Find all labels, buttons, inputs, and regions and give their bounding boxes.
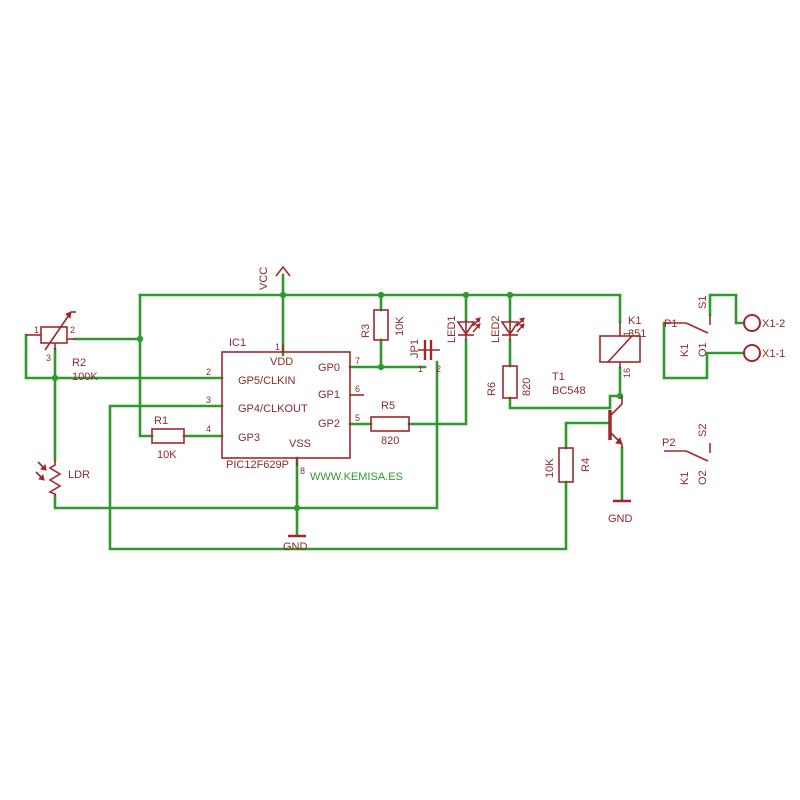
r5-to-led1 (407, 338, 468, 426)
t1-value: BC548 (552, 385, 586, 397)
website-label: WWW.KEMISA.ES (310, 471, 403, 483)
r5-value: 820 (381, 435, 399, 447)
ic1-vdd: VDD (270, 356, 293, 368)
junction-dot (279, 291, 287, 299)
junction-dot (377, 363, 385, 371)
vcc-rail (138, 293, 622, 324)
vcc-symbol: VCC (258, 265, 291, 290)
pin-number: 2 (436, 364, 441, 374)
r2-potentiometer: 1 2 3 R2 100K (26, 311, 98, 383)
r4-ref: R4 (580, 458, 592, 472)
r3-ref: R3 (360, 324, 372, 338)
o1-label: O1 (697, 342, 709, 357)
r3-value: 10K (394, 316, 406, 336)
r1: R1 10K (151, 415, 185, 461)
sw1-com-wire (662, 321, 746, 380)
pin-number: 3 (206, 395, 211, 405)
gp4-wire (108, 404, 568, 551)
gnd-label: GND (283, 541, 308, 553)
o2-label: O2 (697, 470, 709, 485)
jp1-ref: JP1 (409, 339, 421, 358)
x1-2-label: X1-2 (762, 318, 785, 330)
led2-ref: LED2 (490, 315, 502, 343)
s1-label: S1 (697, 296, 709, 309)
r6-ref: R6 (486, 382, 498, 396)
pin-number: 7 (355, 356, 360, 366)
junction-dot (293, 504, 301, 512)
r1-value: 10K (157, 449, 177, 461)
r5-ref: R5 (381, 400, 395, 412)
x1-1-label: X1-1 (762, 348, 785, 360)
junction-dot (377, 291, 385, 299)
r1-ref: R1 (154, 415, 168, 427)
ic1-gp0: GP0 (318, 362, 340, 374)
ic1-body (221, 351, 351, 459)
jp1: JP1 1 2 (409, 339, 441, 374)
r3: R3 10K (360, 309, 406, 341)
pin-number: 5 (355, 413, 360, 423)
k1-value: 351 (628, 328, 646, 340)
ldr-label: LDR (68, 469, 90, 481)
p1-label: P1 (664, 318, 677, 330)
junction-dot (136, 335, 144, 343)
r4: 10K R4 (544, 447, 592, 483)
pin-number: 1 (275, 342, 280, 352)
led1-ref: LED1 (446, 315, 458, 343)
r2-loop (24, 333, 224, 380)
pin-number: 1 (418, 364, 423, 374)
ic1-gp1: GP1 (318, 389, 340, 401)
ldr: LDR (35, 460, 90, 496)
pin-number: 1 (34, 325, 39, 335)
ic1-gp2: GP2 (318, 418, 340, 430)
junction-dot (462, 291, 470, 299)
k1-switch-label: K1 (679, 344, 691, 357)
x1-terminals: X1-2 X1-1 (743, 314, 785, 362)
ic1-vss: VSS (289, 438, 311, 450)
pin-number: 2 (206, 367, 211, 377)
r6: R6 820 (486, 365, 533, 399)
t1-ref: T1 (552, 371, 565, 383)
ic1-gp4: GP4/CLKOUT (238, 403, 308, 415)
pin-number: 1 (622, 331, 632, 336)
k1-relay: K1 351 1 16 (599, 315, 646, 378)
r4-value: 10K (544, 458, 556, 478)
pin-number: 2 (70, 325, 75, 335)
wires (24, 273, 746, 551)
r5: R5 820 (370, 400, 410, 447)
vcc-label: VCC (258, 267, 270, 290)
ic1-gp5: GP5/CLKIN (238, 375, 296, 387)
r6-to-collector (508, 366, 622, 410)
r2-ref: R2 (72, 357, 86, 369)
junction-dot (506, 291, 514, 299)
pin-number: 6 (355, 384, 360, 394)
pin-number: 16 (622, 368, 632, 378)
k1-ref: K1 (628, 315, 641, 327)
led2: LED2 (490, 315, 525, 343)
ic1-gp3: GP3 (238, 432, 260, 444)
r4-to-base (564, 421, 612, 450)
sw1-no-wire (708, 293, 746, 325)
ldr-bottom-wire (53, 360, 439, 510)
junction-dot (51, 374, 59, 382)
t1-transistor: T1 BC548 (552, 371, 623, 448)
s2-label: S2 (697, 424, 709, 437)
led1: LED1 (446, 315, 481, 343)
ic1: IC1 PIC12F629P VDD VSS GP5/CLKIN GP4/CLK… (206, 337, 364, 476)
r2-value: 100K (72, 371, 98, 383)
ic1-part: PIC12F629P (226, 459, 289, 471)
pin-number: 8 (300, 466, 305, 476)
pin-number: 4 (206, 424, 211, 434)
gnd-label: GND (608, 513, 633, 525)
gnd-symbol-transistor: GND (608, 499, 633, 525)
pin-number: 3 (46, 353, 51, 363)
ic1-ref: IC1 (229, 337, 246, 349)
left-bus (138, 293, 154, 438)
k1-switch-1: P1 S1 K1 O1 (664, 296, 711, 357)
gnd-symbol-main: GND (283, 534, 308, 553)
p2-label: P2 (662, 437, 675, 449)
k1-switch-2: P2 S2 K1 O2 (662, 424, 711, 485)
k1-switch-label: K1 (679, 472, 691, 485)
r6-value: 820 (521, 378, 533, 396)
